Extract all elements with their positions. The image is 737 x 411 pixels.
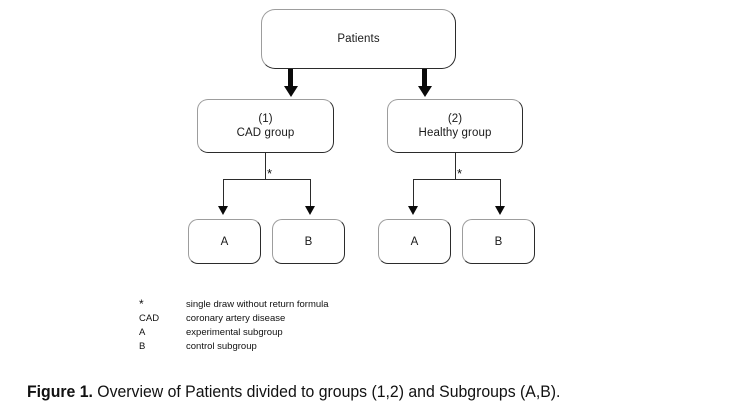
node-subgroup-a-cad: A	[188, 219, 261, 264]
node-patients-label: Patients	[337, 33, 380, 45]
connector-healthy-to-b-line	[500, 179, 501, 209]
arrow-patients-to-healthy-shaft	[422, 69, 427, 88]
connector-healthy-bar	[413, 179, 501, 180]
arrow-patients-to-cad-head	[283, 86, 298, 97]
connector-cad-stem	[265, 153, 266, 180]
asterisk-marker-cad: *	[267, 166, 273, 181]
node-subgroup-b-cad-label: B	[304, 235, 313, 248]
figure-caption-label: Figure 1.	[27, 382, 93, 401]
node-subgroup-b-cad: B	[272, 219, 345, 264]
legend-description: control subgroup	[186, 341, 257, 352]
legend-key: A	[139, 327, 146, 338]
legend-key: CAD	[139, 313, 160, 324]
node-subgroup-a-healthy-label: A	[410, 235, 419, 248]
connector-healthy-stem	[455, 153, 456, 180]
node-patients: Patients	[261, 9, 456, 69]
node-healthy-group: (2) Healthy group	[387, 99, 523, 153]
legend-row: B control subgroup	[139, 340, 329, 354]
node-cad-group: (1) CAD group	[197, 99, 334, 153]
node-subgroup-a-healthy: A	[378, 219, 451, 264]
legend-row: A experimental subgroup	[139, 326, 329, 340]
node-cad-group-number: (1)	[258, 113, 273, 125]
arrow-healthy-to-b-head	[495, 206, 505, 215]
arrow-cad-to-a-head	[218, 206, 228, 215]
connector-healthy-to-a-line	[413, 179, 414, 209]
node-healthy-group-lines: (2) Healthy group	[419, 112, 492, 140]
legend-description: single draw without return formula	[186, 299, 329, 310]
legend-key: B	[139, 341, 146, 352]
legend-row: CAD coronary artery disease	[139, 312, 329, 326]
arrow-healthy-to-a-head	[408, 206, 418, 215]
legend-description: experimental subgroup	[186, 327, 283, 338]
arrow-cad-to-b-head	[305, 206, 315, 215]
arrow-patients-to-healthy-head	[417, 86, 432, 97]
node-subgroup-b-healthy: B	[462, 219, 535, 264]
legend: * single draw without return formula CAD…	[139, 298, 329, 354]
node-subgroup-a-cad-label: A	[220, 235, 229, 248]
legend-description: coronary artery disease	[186, 313, 286, 324]
arrow-patients-to-cad-shaft	[288, 69, 293, 88]
node-healthy-group-number: (2)	[447, 113, 463, 125]
node-cad-group-lines: (1) CAD group	[237, 112, 295, 140]
figure-caption-text: Overview of Patients divided to groups (…	[92, 382, 561, 401]
connector-cad-to-b-line	[310, 179, 311, 209]
connector-cad-to-a-line	[223, 179, 224, 209]
figure-caption: Figure 1. Overview of Patients divided t…	[27, 381, 669, 403]
legend-row: * single draw without return formula	[139, 298, 329, 312]
legend-key: *	[139, 297, 144, 311]
asterisk-marker-healthy: *	[457, 166, 463, 181]
connector-cad-bar	[223, 179, 311, 180]
node-healthy-group-name: Healthy group	[418, 127, 492, 139]
node-subgroup-b-healthy-label: B	[494, 235, 503, 248]
node-cad-group-name: CAD group	[236, 127, 295, 139]
